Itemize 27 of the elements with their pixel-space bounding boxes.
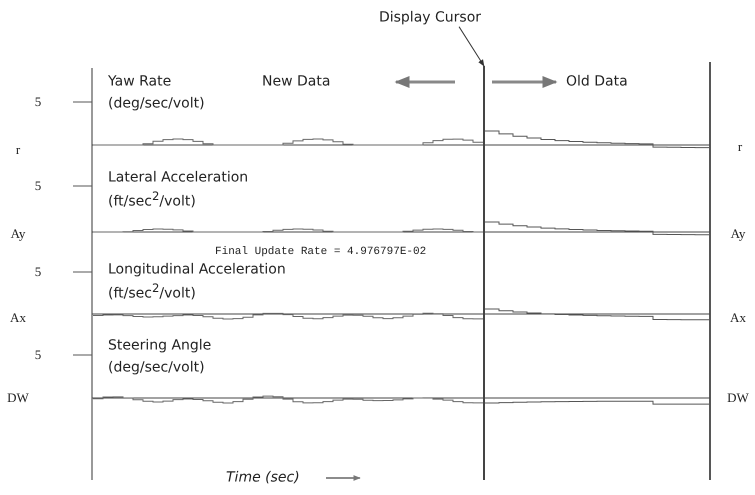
channel-title: Steering Angle	[108, 338, 212, 354]
leader-line	[458, 26, 484, 67]
status-text: Final Update Rate = 4.976797E-02	[215, 246, 426, 258]
scale-value: 5	[34, 178, 42, 194]
scale-value: 5	[34, 264, 42, 280]
channel-symbol: DW	[7, 390, 29, 406]
region-label: New Data	[262, 74, 330, 90]
channel-symbol: r	[738, 140, 742, 154]
channel-unit: (ft/sec$^{2}$/volt)	[108, 282, 196, 302]
channel-title: Yaw Rate	[108, 74, 172, 90]
region-label: Old Data	[566, 74, 628, 90]
axis-title: Time (sec)	[226, 470, 300, 486]
scale-value: 5	[34, 94, 42, 110]
channel-symbol: Ay	[730, 226, 746, 242]
channel-symbol: Ax	[730, 310, 746, 326]
channel-title: Longitudinal Acceleration	[108, 262, 286, 278]
channel-symbol: r	[16, 142, 20, 158]
channel-symbol: Ax	[10, 310, 26, 326]
channel-unit: (deg/sec/volt)	[108, 96, 205, 112]
channel-unit: (ft/sec$^{2}$/volt)	[108, 190, 196, 210]
channel-symbol: Ay	[10, 226, 26, 242]
cursor-line	[483, 66, 485, 480]
channel-unit: (deg/sec/volt)	[108, 360, 205, 376]
channel-symbol: DW	[727, 390, 749, 406]
channel-title: Lateral Acceleration	[108, 170, 248, 186]
scale-value: 5	[34, 348, 42, 362]
callout-text: Display Cursor	[378, 10, 482, 26]
